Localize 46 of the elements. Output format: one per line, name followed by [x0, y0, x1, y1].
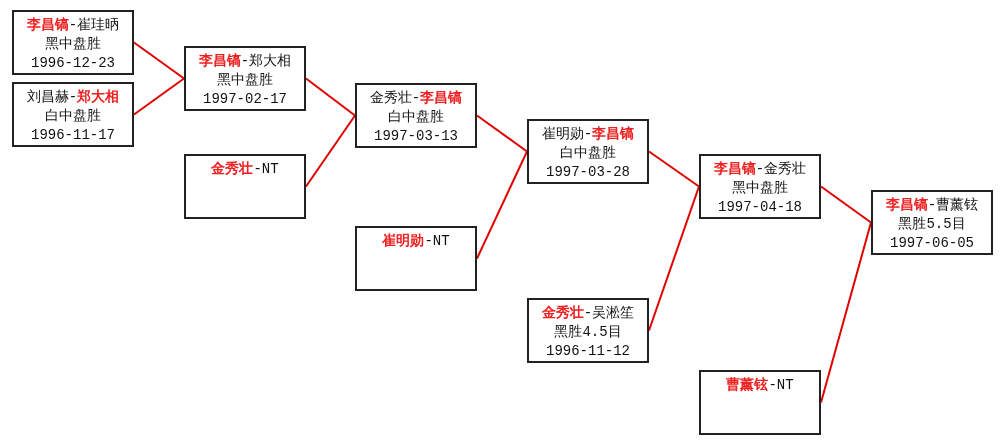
game-date: 1997-02-17: [203, 90, 287, 109]
game-date: 1997-03-28: [546, 163, 630, 182]
match-box: [355, 83, 477, 148]
player-names: 崔明勋-李昌镐: [541, 125, 635, 144]
player-names: 李昌镐-曹薰铉: [885, 196, 979, 215]
bracket-line: [820, 185, 872, 224]
bracket-line: [305, 77, 356, 117]
player-names: 刘昌赫-郑大相: [26, 88, 120, 107]
game-date: 1997-06-05: [890, 234, 974, 253]
game-date: 1997-03-13: [374, 127, 458, 146]
match-box: [527, 119, 649, 184]
player-names: 金秀壮-NT: [211, 160, 279, 179]
player-names: 李昌镐-金秀壮: [713, 160, 807, 179]
game-date: 1996-12-23: [31, 54, 115, 73]
game-result: 白中盘胜: [388, 108, 444, 127]
game-result: 黑胜4.5目: [554, 323, 622, 342]
match-box: [527, 298, 649, 363]
bracket-line: [305, 114, 356, 188]
game-result: 黑中盘胜: [217, 71, 273, 90]
player-names: 曹薰铉-NT: [726, 376, 794, 395]
game-result: 白中盘胜: [560, 144, 616, 163]
bracket-line: [133, 77, 185, 116]
game-result: 黑胜5.5目: [898, 215, 966, 234]
match-box: [699, 154, 821, 219]
game-date: 1996-11-17: [31, 126, 115, 145]
match-box: [12, 82, 134, 147]
match-box: [871, 190, 993, 255]
match-box: [355, 226, 477, 291]
bracket-line: [648, 150, 700, 188]
player-names: 李昌镐-崔珪昞: [26, 16, 120, 35]
player-names: 李昌镐-郑大相: [198, 52, 292, 71]
game-result: 白中盘胜: [45, 107, 101, 126]
bracket-line: [476, 114, 528, 153]
match-box: [184, 46, 306, 111]
game-result: 黑中盘胜: [732, 179, 788, 198]
player-names: 金秀壮-吴淞笙: [541, 304, 635, 323]
match-box: [184, 154, 306, 219]
match-box: [699, 370, 821, 435]
bracket-line: [476, 150, 528, 260]
match-box: [12, 10, 134, 75]
bracket-line: [133, 41, 185, 80]
game-date: 1997-04-18: [718, 198, 802, 217]
game-date: 1996-11-12: [546, 342, 630, 361]
player-names: 崔明勋-NT: [382, 232, 450, 251]
game-result: 黑中盘胜: [45, 35, 101, 54]
player-names: 金秀壮-李昌镐: [369, 89, 463, 108]
